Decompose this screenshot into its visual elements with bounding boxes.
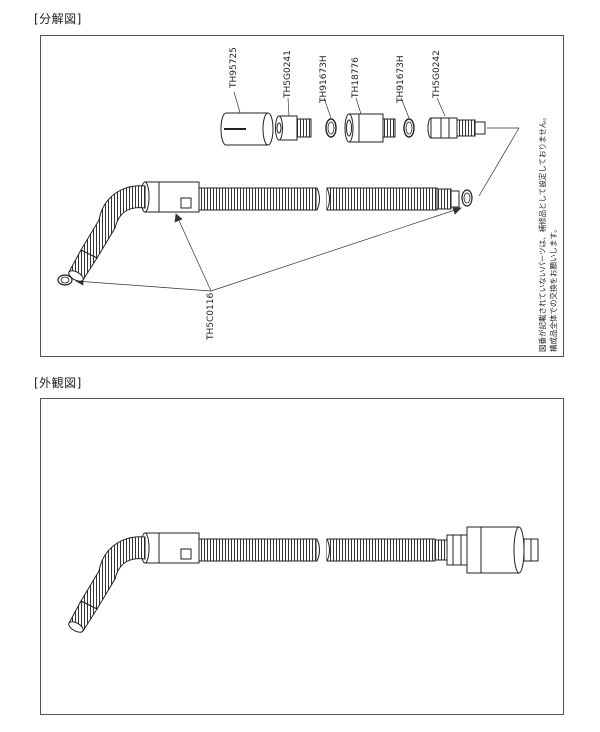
part-number-fitting: TH5G0242: [432, 50, 442, 99]
exterior-view-heading: [外観図]: [34, 376, 82, 390]
assembled-hose: [68, 526, 539, 633]
packing-part-2: [403, 118, 415, 138]
exterior-view-drawing: [68, 526, 539, 633]
part-number-packing-1: TH91673H: [319, 55, 329, 104]
exterior-view-panel: [40, 398, 564, 715]
fitting-part: [427, 117, 486, 139]
cap-part: [220, 112, 274, 146]
exploded-view-drawing: TH95725 TH5G0241 TH91673H TH18776 TH9167…: [57, 47, 558, 352]
part-number-cap: TH95725: [229, 47, 239, 89]
note-line-2: 構成品全体での交換をお願いします。: [548, 225, 558, 352]
hose-assembly: [68, 181, 460, 282]
packing-part-1: [325, 118, 337, 138]
exploded-view-panel: TH95725 TH5G0241 TH91673H TH18776 TH9167…: [40, 35, 564, 357]
part-number-hose-assembly: TH5C0116: [206, 293, 216, 341]
leader-lines: [75, 91, 520, 292]
union-nut-part: [344, 113, 396, 143]
exploded-view-heading: [分解図]: [34, 12, 82, 26]
adapter-part: [275, 115, 312, 141]
note-line-1: 図番が記載されていないパーツは、補修品として設定しておりません。: [537, 113, 547, 352]
part-number-packing-2: TH91673H: [396, 55, 406, 104]
part-number-adapter: TH5G0241: [283, 50, 293, 99]
part-number-union-nut: TH18776: [351, 57, 361, 99]
